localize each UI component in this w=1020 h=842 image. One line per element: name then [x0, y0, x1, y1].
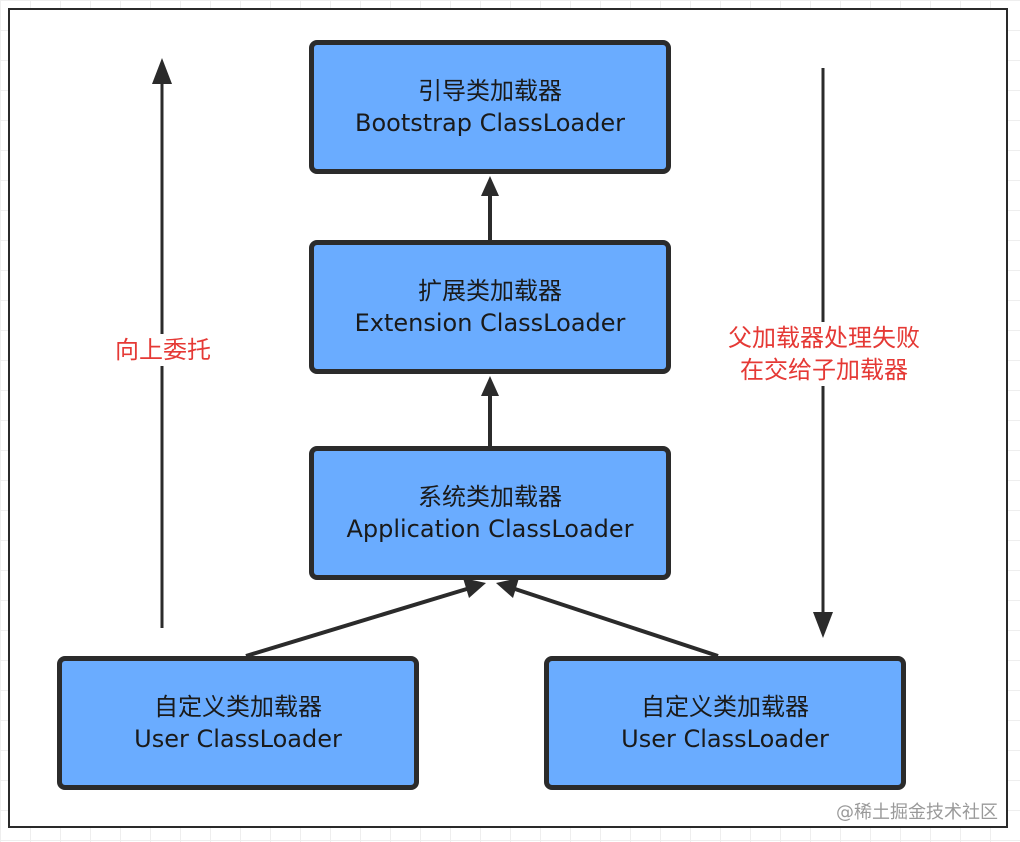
edge-user-left-to-application-head: [463, 578, 486, 598]
bootstrap-cn-label: 引导类加载器: [418, 77, 562, 105]
extension-classloader-node: 扩展类加载器 Extension ClassLoader: [309, 240, 671, 374]
edge-user-left-to-application: [245, 586, 471, 658]
user-left-en-label: User ClassLoader: [134, 725, 342, 753]
delegate-up-label: 向上委托: [108, 334, 218, 366]
user-classloader-left-node: 自定义类加载器 User ClassLoader: [57, 656, 419, 790]
edge-application-to-extension-head: [481, 376, 499, 396]
fallback-down-text-line2: 在交给子加载器: [740, 356, 908, 384]
bootstrap-classloader-node: 引导类加载器 Bootstrap ClassLoader: [309, 40, 671, 174]
user-right-cn-label: 自定义类加载器: [641, 693, 809, 721]
fallback-down-arrowhead: [813, 612, 833, 638]
edge-user-right-to-application: [511, 586, 719, 658]
delegate-up-text: 向上委托: [115, 336, 211, 364]
application-en-label: Application ClassLoader: [346, 515, 634, 543]
application-classloader-node: 系统类加载器 Application ClassLoader: [309, 446, 671, 580]
bootstrap-en-label: Bootstrap ClassLoader: [355, 109, 625, 137]
user-right-en-label: User ClassLoader: [621, 725, 829, 753]
fallback-down-label: 父加载器处理失败 在交给子加载器: [716, 322, 932, 386]
delegate-up-arrowhead: [152, 58, 172, 84]
user-left-cn-label: 自定义类加载器: [154, 693, 322, 721]
extension-cn-label: 扩展类加载器: [418, 277, 562, 305]
watermark: @稀土掘金技术社区: [836, 802, 998, 823]
extension-en-label: Extension ClassLoader: [354, 309, 626, 337]
edge-user-right-to-application-head: [496, 578, 519, 598]
user-classloader-right-node: 自定义类加载器 User ClassLoader: [544, 656, 906, 790]
fallback-down-text-line1: 父加载器处理失败: [728, 324, 920, 352]
edge-extension-to-bootstrap-head: [481, 176, 499, 196]
application-cn-label: 系统类加载器: [418, 483, 562, 511]
